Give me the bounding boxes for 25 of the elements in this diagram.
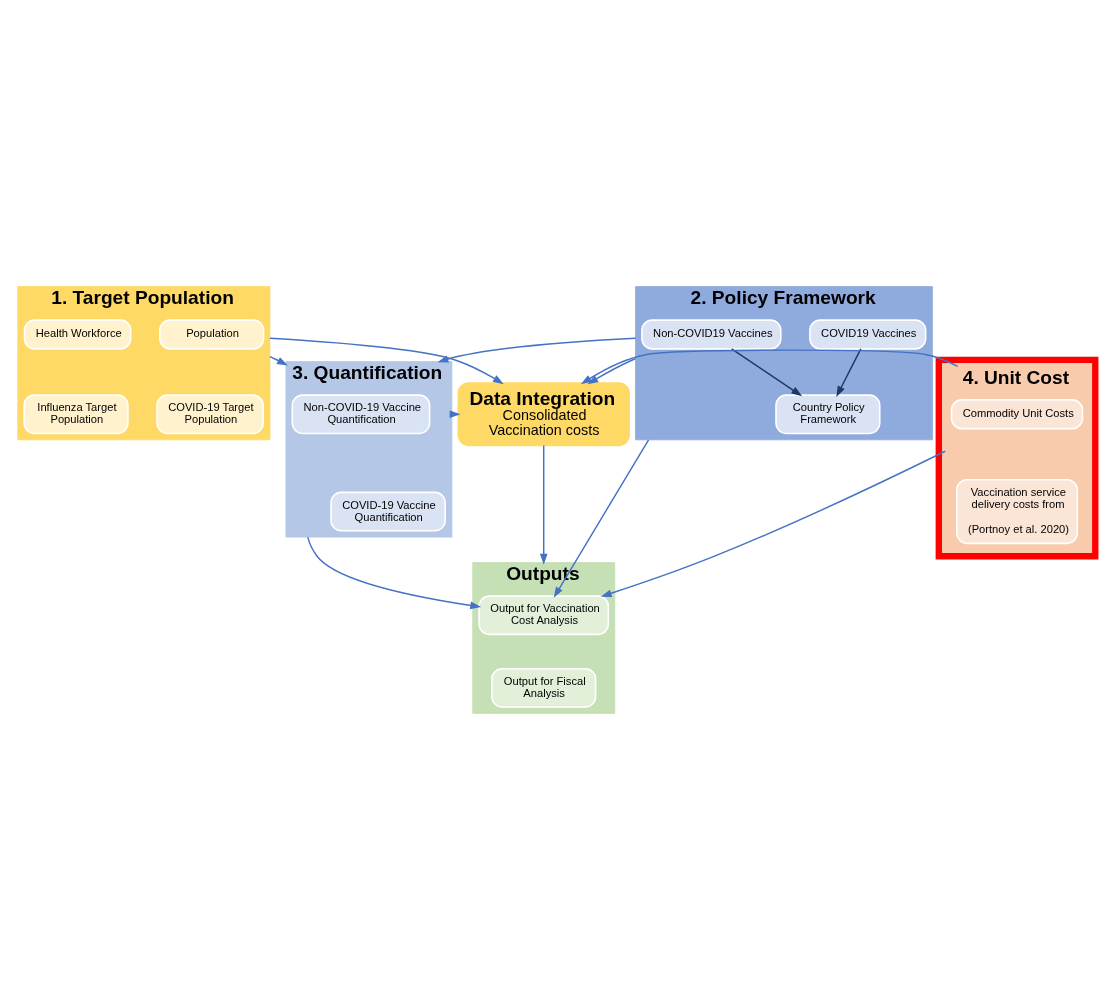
arrow — [539, 444, 548, 565]
node-box: Non-COVID-19 Vaccine Quantification — [291, 394, 431, 435]
node-box: Output for Vaccination Cost Analysis — [478, 595, 610, 636]
arrow — [269, 337, 504, 385]
arrow — [600, 450, 946, 597]
arrow — [307, 536, 482, 610]
node-box: Country Policy Framework — [775, 394, 881, 435]
node-box: Output for Fiscal Analysis — [491, 667, 597, 708]
arrow — [437, 337, 637, 363]
arrow — [587, 357, 637, 385]
node-box: Data Integration Consolidated Vaccination costs — [457, 382, 630, 447]
node-box: COVID-19 Vaccine Quantification — [330, 491, 446, 532]
arrow — [553, 439, 650, 598]
node-box: Health Workforce — [23, 319, 132, 350]
node-box: Influenza Target Population — [23, 394, 129, 435]
node-box: Vaccination service delivery costs from (Portnoy et al. 2020) — [955, 479, 1079, 545]
node-box: Population — [159, 319, 265, 350]
node-box: Commodity Unit Costs — [950, 399, 1084, 430]
node-box: COVID-19 Target Population — [156, 394, 264, 435]
node-box: Non-COVID19 Vaccines — [641, 319, 782, 350]
node-box: COVID19 Vaccines — [809, 319, 927, 350]
arrow — [836, 348, 862, 397]
arrow — [580, 349, 959, 385]
arrow — [269, 355, 288, 366]
arrow — [730, 348, 803, 397]
